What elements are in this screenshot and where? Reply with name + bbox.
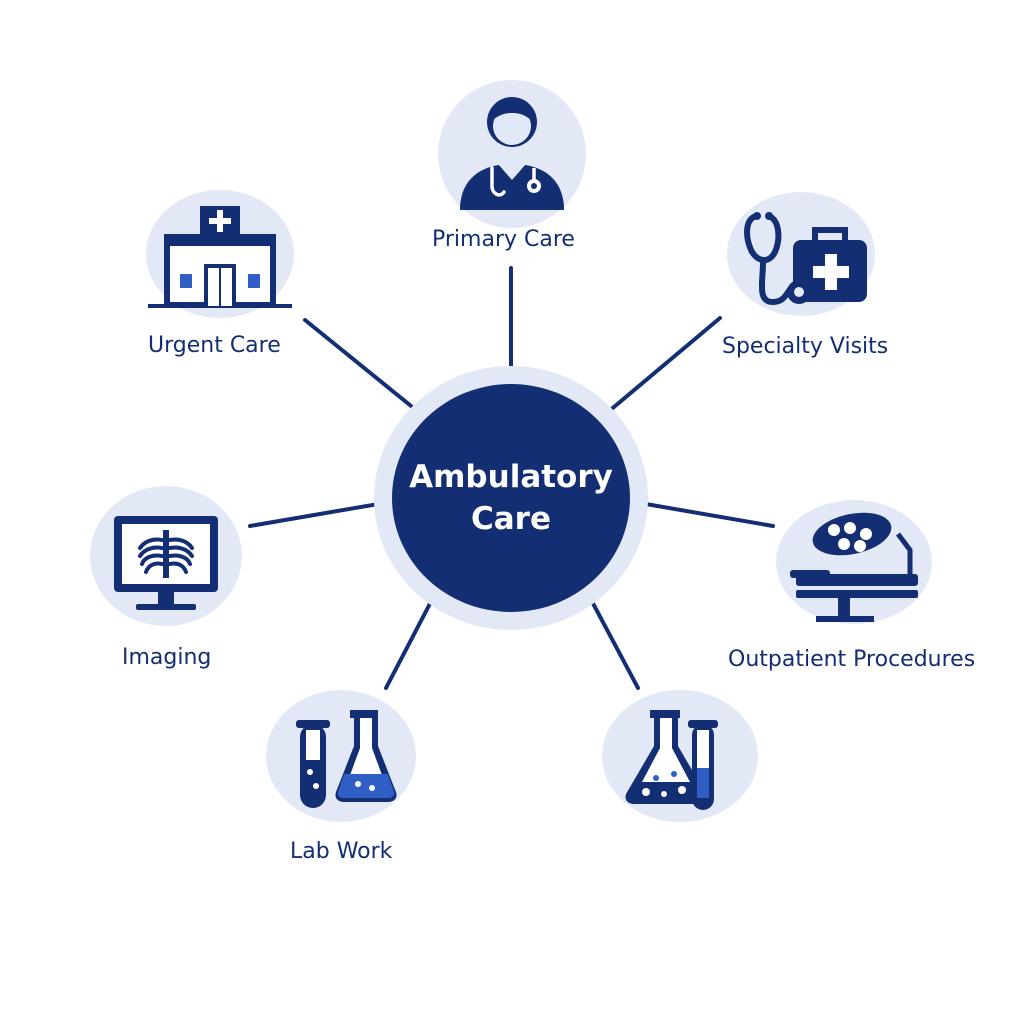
node-primary-care: [438, 80, 586, 228]
label-primary-care: Primary Care: [432, 227, 575, 252]
label-outpatient-procedures: Outpatient Procedures: [728, 647, 976, 672]
xray-monitor-icon: [114, 516, 218, 610]
node-imaging: [90, 486, 242, 626]
flask-test-tube-icon: [625, 710, 718, 810]
node-urgent-care: [146, 190, 294, 318]
connector-outpatient-procedures: [638, 501, 775, 528]
connector-specialty-visits: [606, 316, 722, 414]
node-lab-flask: [602, 690, 758, 822]
hub-title-line-1: Ambulatory: [409, 459, 613, 495]
hub-title: Ambulatory Care: [401, 456, 621, 540]
label-urgent-care: Urgent Care: [148, 333, 281, 358]
label-imaging: Imaging: [122, 645, 212, 670]
doctor-icon: [460, 97, 564, 210]
label-lab-work: Lab Work: [290, 839, 393, 864]
node-lab-work: [266, 690, 416, 822]
node-outpatient-procedures: [776, 500, 932, 624]
connector-lab-flask: [586, 592, 640, 690]
label-specialty-visits: Specialty Visits: [722, 334, 889, 359]
surgical-light-table-icon: [790, 512, 918, 622]
node-specialty-visits: [727, 192, 875, 316]
connector-lab-work: [384, 592, 437, 690]
test-tube-flask-icon: [296, 710, 397, 808]
connector-imaging: [248, 501, 386, 528]
connector-urgent-care: [303, 318, 418, 412]
hub-title-line-2: Care: [471, 501, 551, 537]
hub-ambulatory-care: Ambulatory Care: [392, 384, 630, 612]
clinic-building-icon: [148, 206, 292, 308]
stethoscope-medical-kit-icon: [744, 212, 867, 306]
